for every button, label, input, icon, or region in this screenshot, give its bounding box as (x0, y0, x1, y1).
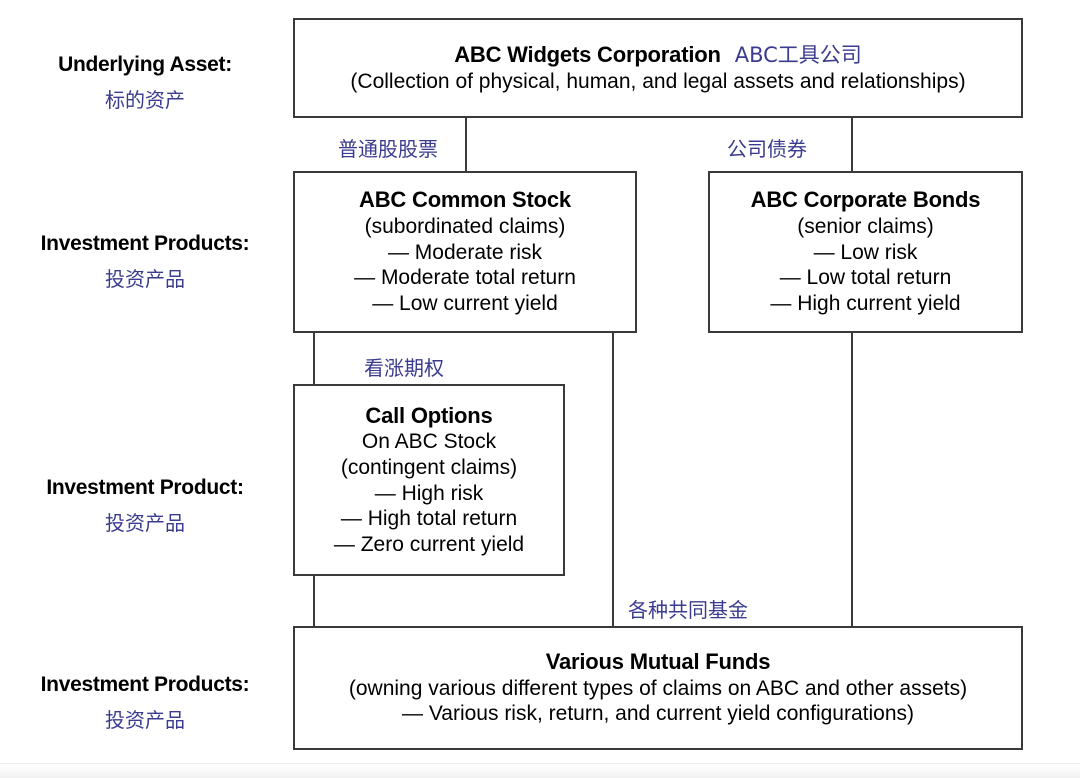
box-abc-corporate-bonds: ABC Corporate Bonds (senior claims) — Lo… (708, 171, 1023, 333)
common-stock-line-3: — Moderate total return (354, 266, 576, 290)
box-various-mutual-funds: Various Mutual Funds (owning various dif… (293, 626, 1023, 750)
corporate-bonds-title: ABC Corporate Bonds (750, 187, 981, 213)
box-abc-common-stock: ABC Common Stock (subordinated claims) —… (293, 171, 637, 333)
common-stock-line-1: (subordinated claims) (364, 215, 566, 239)
page-bottom-strip (0, 763, 1080, 778)
mutual-funds-line-1: (owning various different types of claim… (348, 676, 968, 700)
stage-label-underlying-asset: Underlying Asset: 标的资产 (0, 53, 290, 113)
stage-label-cn: 投资产品 (105, 511, 185, 535)
corporate-bonds-line-4: — High current yield (770, 292, 961, 316)
corporate-bonds-line-2: — Low risk (813, 240, 918, 264)
connector-corporation-to-common-stock (465, 118, 467, 171)
call-options-line-1: On ABC Stock (361, 430, 497, 454)
common-stock-line-2: — Moderate risk (387, 240, 543, 264)
common-stock-title: ABC Common Stock (359, 187, 571, 213)
connector-label-mutual-funds: 各种共同基金 (628, 598, 748, 622)
stage-label-en: Investment Products: (40, 232, 250, 255)
stage-label-cn: 标的资产 (105, 88, 185, 112)
connector-corporate-bonds-to-mutual-funds (851, 333, 853, 626)
connector-common-stock-to-call-options (313, 333, 315, 386)
call-options-line-4: — High total return (340, 507, 518, 531)
mutual-funds-title: Various Mutual Funds (545, 648, 771, 674)
connector-label-common-stock: 普通股股票 (338, 137, 438, 161)
corporation-title-cn: ABC工具公司 (734, 42, 862, 67)
stage-label-investment-product: Investment Product: 投资产品 (0, 476, 290, 536)
call-options-line-3: — High risk (374, 481, 484, 505)
connector-corporation-to-corporate-bonds (851, 118, 853, 171)
connector-call-options-to-mutual-funds (313, 576, 315, 626)
call-options-line-2: (contingent claims) (340, 456, 518, 479)
stage-label-en: Underlying Asset: (58, 53, 232, 76)
corporate-bonds-line-1: (senior claims) (797, 215, 934, 239)
connector-label-call-options: 看涨期权 (364, 356, 444, 380)
connector-common-stock-to-mutual-funds (612, 333, 614, 626)
corporate-bonds-line-3: — Low total return (779, 266, 952, 290)
stage-label-investment-products-1: Investment Products: 投资产品 (0, 232, 290, 292)
stage-label-investment-products-2: Investment Products: 投资产品 (0, 673, 290, 733)
corporation-title-row: ABC Widgets Corporation ABC工具公司 (454, 42, 862, 69)
common-stock-line-4: — Low current yield (372, 292, 558, 316)
call-options-title: Call Options (365, 402, 493, 428)
stage-label-en: Investment Product: (46, 476, 244, 499)
call-options-line-5: — Zero current yield (333, 532, 525, 556)
box-call-options: Call Options On ABC Stock (contingent cl… (293, 384, 565, 576)
corporation-title: ABC Widgets Corporation (454, 41, 721, 67)
stage-label-cn: 投资产品 (105, 267, 185, 291)
corporation-line-1: (Collection of physical, human, and lega… (350, 69, 966, 93)
stage-label-en: Investment Products: (40, 673, 250, 696)
stage-label-cn: 投资产品 (105, 708, 185, 732)
connector-label-corporate-bonds: 公司债券 (727, 137, 807, 161)
mutual-funds-line-2: — Various risk, return, and current yiel… (402, 702, 914, 726)
box-underlying-asset-corporation: ABC Widgets Corporation ABC工具公司 (Collect… (293, 18, 1023, 118)
